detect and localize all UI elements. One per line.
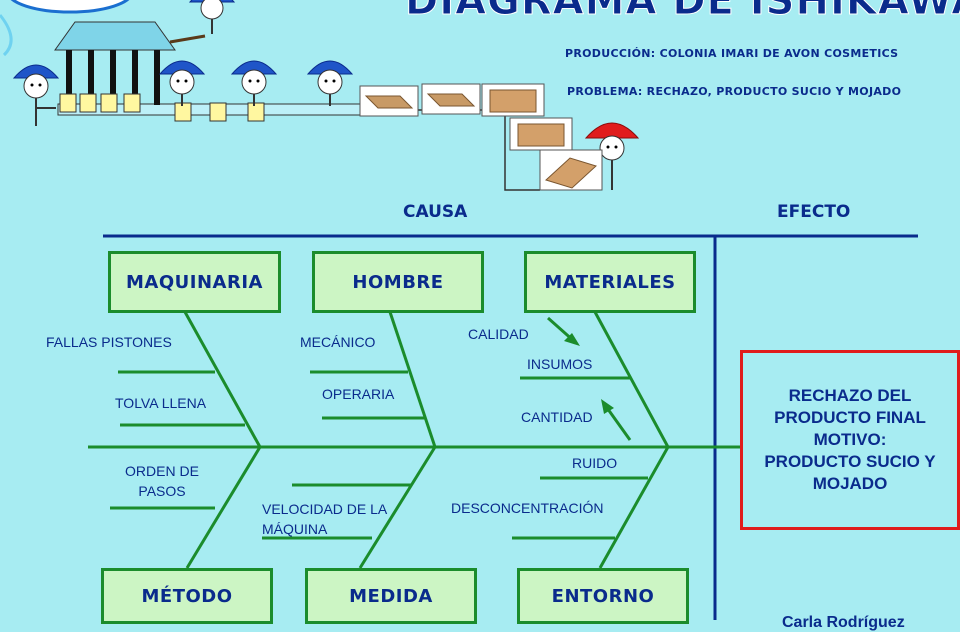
cause-insumos: INSUMOS (527, 356, 593, 372)
category-metodo: MÉTODO (101, 568, 273, 624)
page-title: DIAGRAMA DE ISHIKAWA (404, 0, 960, 25)
conveyor-machine-icon (54, 21, 206, 105)
effect-line-2: MOTIVO: (813, 430, 887, 449)
effect-box: RECHAZO DEL PRODUCTO FINAL MOTIVO: PRODU… (740, 350, 960, 530)
cause-desconcentracion: DESCONCENTRACIÓN (451, 500, 604, 516)
problem-subtitle: PROBLEMA: RECHAZO, PRODUCTO SUCIO Y MOJA… (567, 85, 902, 98)
category-maquinaria: MAQUINARIA (108, 251, 281, 313)
worker-red-helmet-icon (584, 122, 640, 190)
cause-effect-frame (103, 234, 918, 620)
category-hombre: HOMBRE (312, 251, 484, 313)
cause-tolva-llena: TOLVA LLENA (115, 395, 207, 411)
cause-cantidad: CANTIDAD (521, 409, 593, 425)
cause-calidad: CALIDAD (468, 326, 529, 342)
jar-icon (59, 93, 265, 122)
cause-ribs (110, 316, 648, 540)
cause-operaria: OPERARIA (322, 386, 395, 402)
effect-header: EFECTO (777, 202, 851, 222)
fish-spine (88, 311, 740, 569)
cause-velocidad-maquina: VELOCIDAD DE LA MÁQUINA (262, 501, 387, 537)
effect-line-3: PRODUCTO SUCIO Y MOJADO (764, 452, 936, 493)
cause-ruido: RUIDO (572, 455, 618, 471)
author-name: Carla Rodríguez (782, 614, 905, 631)
effect-line-1: RECHAZO DEL PRODUCTO FINAL (774, 386, 926, 427)
category-materiales: MATERIALES (524, 251, 696, 313)
worker-blue-helmet-icon (12, 0, 354, 126)
cause-fallas-pistones: FALLAS PISTONES (46, 334, 172, 350)
category-medida: MEDIDA (305, 568, 477, 624)
conveyor-belt (57, 103, 540, 191)
cause-orden-pasos: ORDEN DE PASOS (125, 463, 199, 499)
category-entorno: ENTORNO (517, 568, 689, 624)
logo-icon (0, 0, 130, 57)
cardboard-box-icon (359, 83, 603, 191)
cause-mecanico: MECÁNICO (300, 334, 376, 350)
cause-header: CAUSA (403, 202, 468, 222)
production-subtitle: PRODUCCIÓN: COLONIA IMARI DE AVON COSMET… (565, 47, 899, 60)
